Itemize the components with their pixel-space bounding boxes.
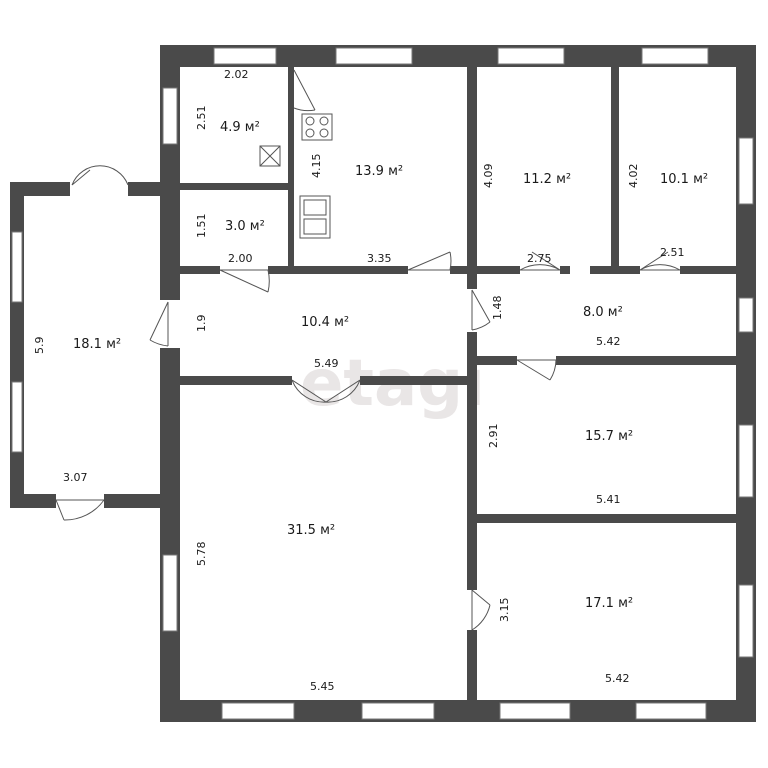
window bbox=[335, 47, 413, 65]
dimension-label: 5.49 bbox=[314, 357, 339, 370]
window bbox=[738, 137, 754, 205]
wall-left-upper bbox=[160, 45, 180, 300]
dimension-labels: 2.02 2.51 4.15 1.51 2.00 3.35 4.09 2.75 … bbox=[33, 68, 685, 693]
dimension-label: 2.51 bbox=[660, 246, 685, 259]
dimension-label: 2.91 bbox=[487, 424, 500, 449]
wall-bath-wc bbox=[180, 183, 288, 190]
sink-icon bbox=[299, 195, 331, 239]
wall-mid-vertical-lower bbox=[467, 332, 477, 590]
room-area-veranda: 18.1 м² bbox=[73, 337, 121, 352]
dimension-label: 1.51 bbox=[195, 214, 208, 239]
dimension-label: 2.02 bbox=[224, 68, 249, 81]
window bbox=[641, 47, 709, 65]
wall-bottom bbox=[160, 700, 756, 722]
door-room-c bbox=[516, 359, 557, 381]
dimension-label: 5.78 bbox=[195, 542, 208, 567]
room-area-living: 31.5 м² bbox=[287, 523, 335, 538]
window bbox=[738, 424, 754, 498]
window bbox=[162, 87, 178, 145]
wall-right bbox=[736, 45, 756, 722]
door-room-d bbox=[471, 589, 491, 631]
room-area-room-c: 15.7 м² bbox=[585, 429, 633, 444]
room-area-room-a: 11.2 м² bbox=[523, 172, 571, 187]
window bbox=[11, 231, 23, 303]
dimension-label: 2.51 bbox=[195, 106, 208, 131]
dimension-label: 2.75 bbox=[527, 252, 552, 265]
wall-hall-living-right bbox=[360, 376, 470, 385]
veranda-wall-top-right bbox=[128, 182, 168, 196]
door-kitchen bbox=[407, 251, 452, 271]
wall-top bbox=[160, 45, 756, 67]
door-veranda-top bbox=[71, 165, 129, 186]
window bbox=[738, 584, 754, 658]
veranda-wall-bottom bbox=[10, 494, 56, 508]
window bbox=[738, 297, 754, 333]
room-area-room-b: 10.1 м² bbox=[660, 172, 708, 187]
wall-left-lower bbox=[160, 348, 180, 722]
window bbox=[11, 381, 23, 453]
door-hall-left bbox=[149, 301, 169, 347]
window bbox=[361, 702, 435, 720]
dimension-label: 5.41 bbox=[596, 493, 621, 506]
stove-icon bbox=[301, 113, 333, 141]
door-veranda-bottom bbox=[55, 499, 105, 521]
wall-bath-kitchen bbox=[288, 67, 294, 272]
room-labels: 4.9 м² 13.9 м² 11.2 м² 10.1 м² 3.0 м² 18… bbox=[73, 120, 708, 611]
veranda-wall-left bbox=[10, 182, 24, 504]
dimension-label: 5.45 bbox=[310, 680, 335, 693]
dimension-label: 2.00 bbox=[228, 252, 253, 265]
window bbox=[213, 47, 277, 65]
wall-kitchen-bottom-right bbox=[450, 266, 520, 274]
dimension-label: 1.48 bbox=[491, 296, 504, 321]
wall-c-d bbox=[477, 514, 736, 523]
door-kitchen-bath bbox=[293, 69, 316, 112]
room-area-hall: 10.4 м² bbox=[301, 315, 349, 330]
room-area-kitchen: 13.9 м² bbox=[355, 164, 403, 179]
room-area-room-d: 17.1 м² bbox=[585, 596, 633, 611]
wall-rooms-ab bbox=[611, 67, 619, 274]
door-room-a bbox=[519, 251, 561, 271]
windows bbox=[11, 47, 754, 720]
window bbox=[497, 47, 565, 65]
dimension-label: 3.15 bbox=[498, 598, 511, 623]
door-wc bbox=[219, 269, 270, 293]
doors bbox=[55, 69, 681, 631]
window bbox=[162, 554, 178, 632]
dimension-label: 4.15 bbox=[310, 154, 323, 179]
window bbox=[221, 702, 295, 720]
dimension-label: 5.9 bbox=[33, 337, 46, 355]
room-area-wc: 3.0 м² bbox=[225, 219, 265, 234]
dimension-label: 5.42 bbox=[596, 335, 621, 348]
dimension-label: 3.07 bbox=[63, 471, 88, 484]
dimension-label: 1.9 bbox=[195, 315, 208, 333]
door-hall-corridor bbox=[471, 289, 491, 331]
wall-corridor-c-right bbox=[556, 356, 736, 365]
wall-wc-bottom bbox=[180, 266, 220, 274]
dimension-label: 4.09 bbox=[482, 164, 495, 189]
wall-rooms-bottom-3 bbox=[680, 266, 736, 274]
wall-rooms-bottom bbox=[560, 266, 570, 274]
window bbox=[499, 702, 571, 720]
veranda-wall-top bbox=[10, 182, 70, 196]
wall-rooms-bottom-2 bbox=[590, 266, 640, 274]
wall-wc-bottom-right bbox=[268, 266, 408, 274]
wall-mid-vertical-upper bbox=[467, 67, 477, 289]
door-double-living bbox=[291, 379, 361, 403]
walls bbox=[10, 45, 756, 722]
window bbox=[635, 702, 707, 720]
door-room-b bbox=[639, 251, 681, 271]
room-area-corridor: 8.0 м² bbox=[583, 305, 623, 320]
wall-mid-vertical-bottom bbox=[467, 630, 477, 710]
dimension-label: 4.02 bbox=[627, 164, 640, 189]
dimension-label: 5.42 bbox=[605, 672, 630, 685]
vent-icon bbox=[259, 145, 281, 167]
wall-corridor-c-left bbox=[477, 356, 517, 365]
room-area-bathroom: 4.9 м² bbox=[220, 120, 260, 135]
wall-hall-living-left bbox=[180, 376, 292, 385]
veranda-wall-bottom-right bbox=[104, 494, 164, 508]
dimension-label: 3.35 bbox=[367, 252, 392, 265]
